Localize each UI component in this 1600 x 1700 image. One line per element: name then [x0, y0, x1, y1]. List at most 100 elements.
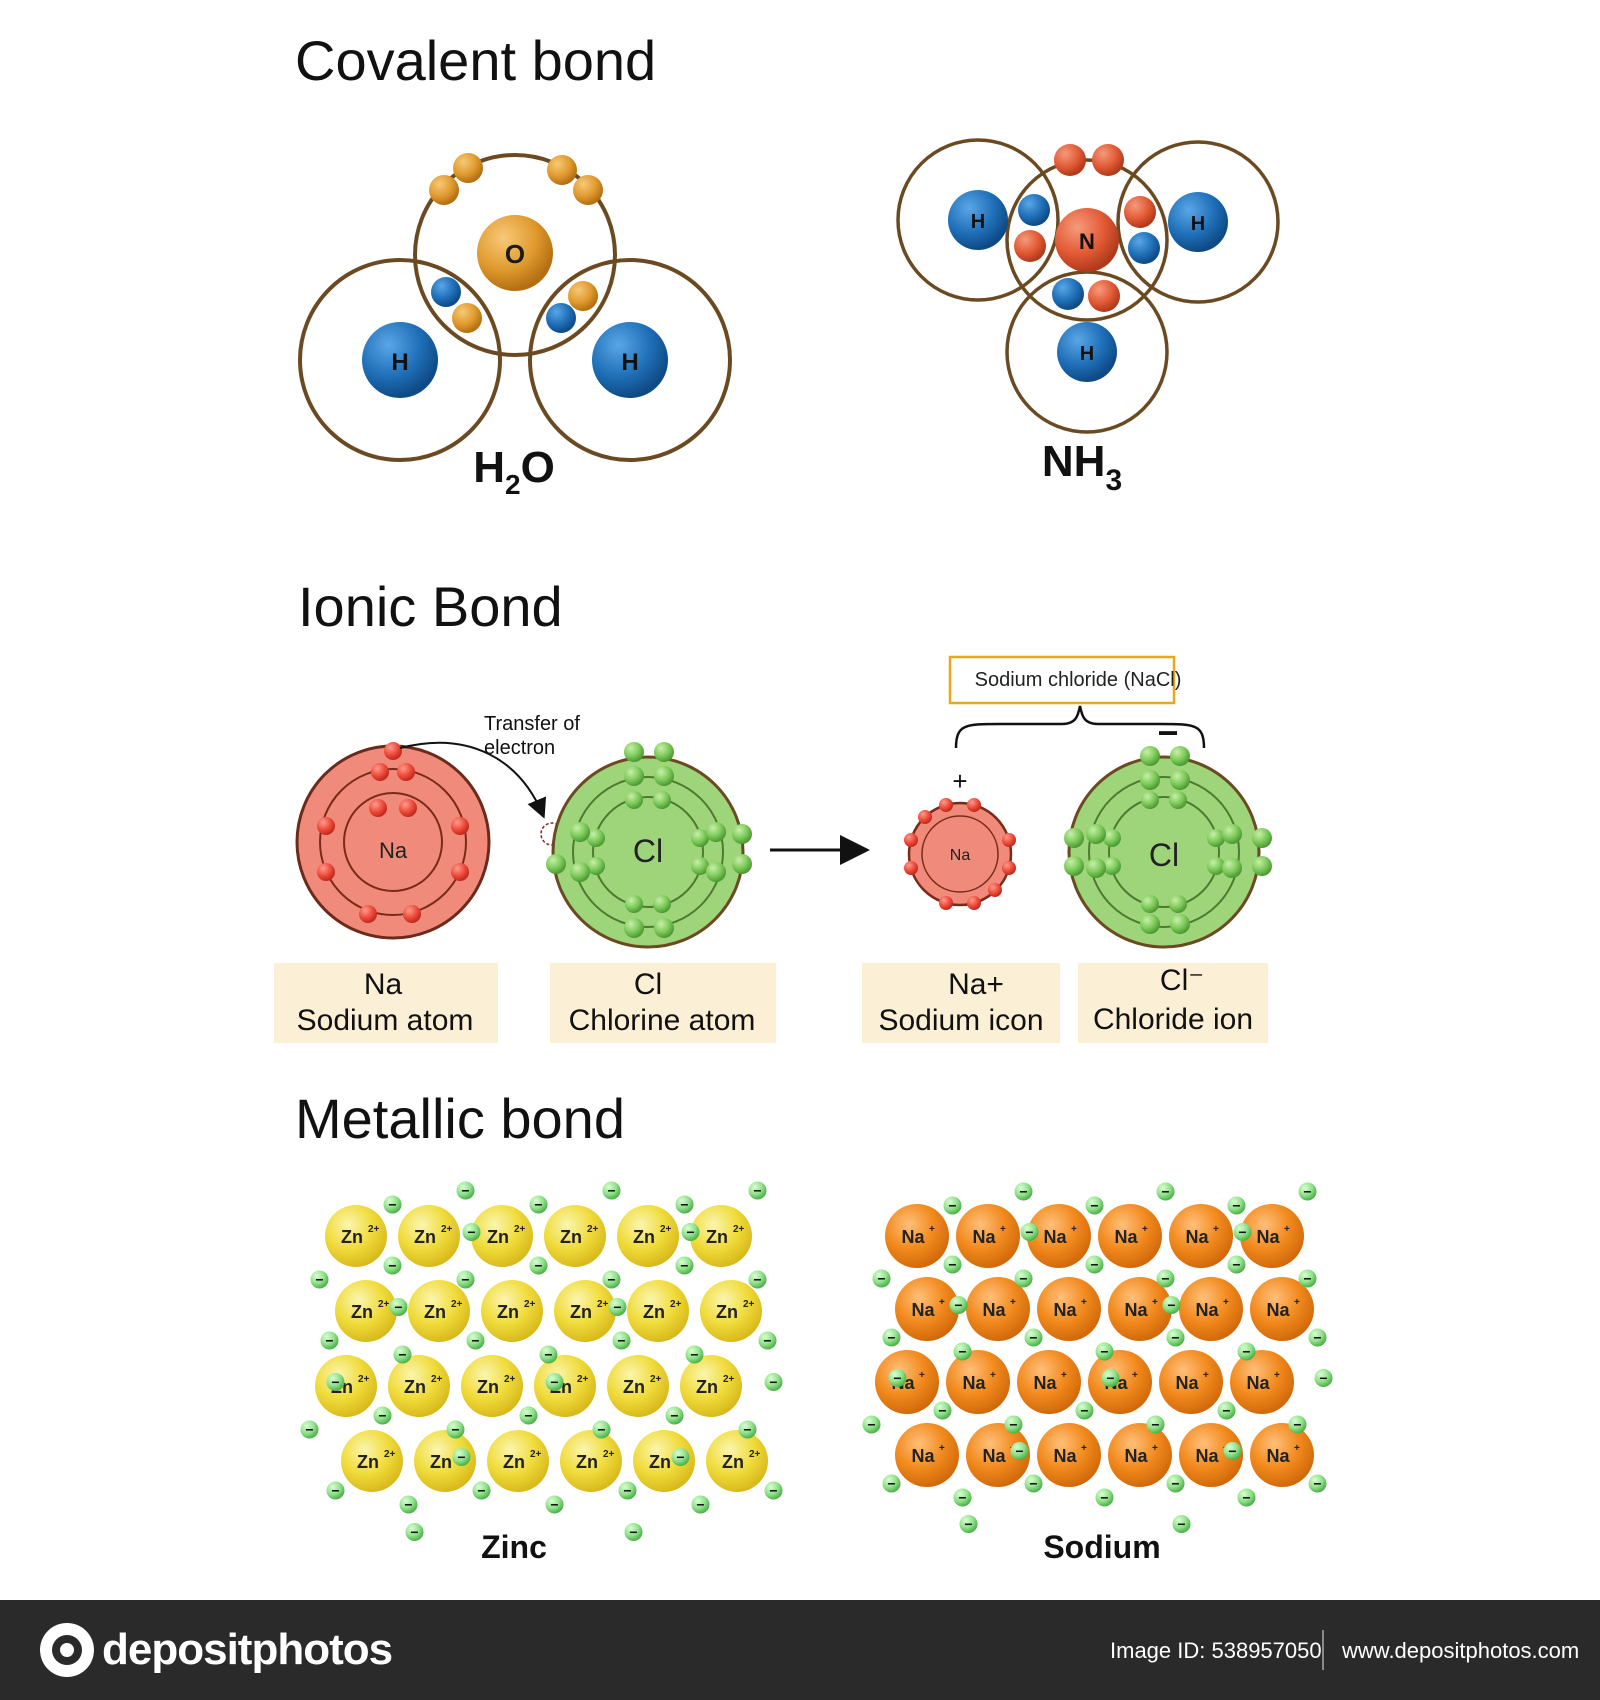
metal-ion-label: Zn	[414, 1227, 436, 1247]
free-electron-dot	[1237, 1342, 1256, 1361]
free-electron-sign: −	[1171, 1476, 1179, 1492]
metal-ion-sphere	[1230, 1350, 1294, 1414]
free-electron: −	[738, 1420, 757, 1439]
free-electron: −	[545, 1495, 564, 1514]
free-electron-dot	[1095, 1342, 1114, 1361]
chloride-electrons	[1064, 746, 1272, 934]
free-electron-dot	[1156, 1269, 1175, 1288]
footer-bar: depositphotos Image ID: 538957050 www.de…	[0, 1600, 1600, 1700]
site-url[interactable]: www.depositphotos.com	[1342, 1638, 1580, 1663]
free-electron-dot	[383, 1195, 402, 1214]
free-electron: −	[1014, 1269, 1033, 1288]
free-electron: −	[519, 1406, 538, 1425]
metal-ion: Zn2+	[315, 1355, 377, 1417]
free-electron-dot	[1237, 1488, 1256, 1507]
metal-ion-sphere	[956, 1204, 1020, 1268]
ionic-section: Na Transfer of electron	[274, 655, 1272, 1043]
free-electron-sign: −	[1029, 1330, 1037, 1346]
free-electron-dot	[949, 1296, 968, 1314]
nacl-box	[948, 655, 1176, 705]
free-electron-sign: −	[524, 1408, 532, 1424]
metal-ion-sphere	[1037, 1423, 1101, 1487]
metal-ion-sphere	[700, 1280, 762, 1342]
free-electron-sign: −	[315, 1272, 323, 1288]
metal-ion-sphere	[1088, 1350, 1152, 1414]
free-electron-sign: −	[471, 1333, 479, 1349]
metal-ion-charge: +	[1081, 1297, 1087, 1308]
free-electron-dot	[1308, 1328, 1327, 1347]
metal-ion-charge: +	[1152, 1297, 1158, 1308]
free-electron: −	[399, 1495, 418, 1514]
electron	[1207, 829, 1225, 847]
free-electron-dot	[738, 1420, 757, 1439]
hydrogen-symbol: H	[1080, 343, 1094, 365]
free-electron-dot	[373, 1406, 392, 1425]
metal-ion-sphere	[341, 1430, 403, 1492]
electron	[732, 854, 752, 874]
free-electron-dot	[1223, 1442, 1242, 1460]
free-electron: −	[539, 1345, 558, 1364]
metal-ion-sphere	[414, 1430, 476, 1492]
depositphotos-logo-icon	[40, 1623, 94, 1677]
free-electron: −	[1024, 1328, 1043, 1347]
free-electron: −	[405, 1523, 424, 1541]
free-electron-dot	[1172, 1515, 1191, 1533]
metal-ion-charge: +	[1294, 1443, 1300, 1454]
free-electron: −	[1020, 1223, 1039, 1241]
free-electron: −	[1156, 1182, 1175, 1201]
free-electron: −	[373, 1406, 392, 1425]
free-electron-sign: −	[550, 1497, 558, 1513]
electron	[317, 817, 335, 835]
metal-ion: Na+	[1250, 1277, 1314, 1341]
metal-ion-sphere	[607, 1355, 669, 1417]
free-electron-dot	[519, 1406, 538, 1425]
ammonia-formula: NH3	[1042, 437, 1122, 497]
metal-ion-charge: +	[1203, 1370, 1209, 1381]
electron	[1064, 828, 1084, 848]
free-electron-dot	[1298, 1182, 1317, 1201]
free-electron-dot	[671, 1448, 690, 1466]
free-electron: −	[862, 1415, 881, 1434]
electron	[624, 742, 644, 762]
free-electron: −	[959, 1515, 978, 1533]
free-electron-dot	[953, 1488, 972, 1507]
free-electron-sign: −	[938, 1403, 946, 1419]
free-electron-dot	[320, 1331, 339, 1350]
free-electron: −	[1085, 1255, 1104, 1274]
free-electron: −	[1308, 1328, 1327, 1347]
free-electron-dot	[943, 1196, 962, 1215]
hydrogen-nucleus	[1168, 192, 1228, 252]
metal-ion-label: Zn	[560, 1227, 582, 1247]
metal-ion: Na+	[885, 1204, 949, 1268]
electron	[1086, 824, 1106, 844]
free-electron-sign: −	[629, 1524, 637, 1540]
chlorine-atom-symbol: Cl	[633, 833, 663, 869]
free-electron-dot	[612, 1331, 631, 1350]
free-electron-sign: −	[398, 1347, 406, 1363]
nacl-label: Sodium chloride (NaCl)	[975, 669, 1182, 691]
free-electron-sign: −	[1313, 1330, 1321, 1346]
metal-ion-charge: +	[1081, 1443, 1087, 1454]
free-electron-sign: −	[544, 1347, 552, 1363]
free-electron-sign: −	[1313, 1476, 1321, 1492]
metal-ion-charge: +	[1213, 1224, 1219, 1235]
sodium-ion-shell	[921, 815, 999, 893]
free-electron-sign: −	[1319, 1370, 1327, 1386]
free-electron-dot	[1095, 1488, 1114, 1507]
electron	[317, 863, 335, 881]
electron	[1170, 746, 1190, 766]
metal-ion-charge: 2+	[378, 1299, 390, 1310]
hydrogen-nucleus	[1057, 322, 1117, 382]
free-electron: −	[949, 1296, 968, 1314]
metal-ion: Na+	[1240, 1204, 1304, 1268]
hydrogen-symbol: H	[971, 211, 985, 233]
metal-ion-charge: 2+	[749, 1449, 761, 1460]
free-electron-dot	[748, 1181, 767, 1200]
free-electron: −	[1075, 1401, 1094, 1420]
free-electron: −	[1095, 1488, 1114, 1507]
free-electron: −	[452, 1448, 471, 1466]
